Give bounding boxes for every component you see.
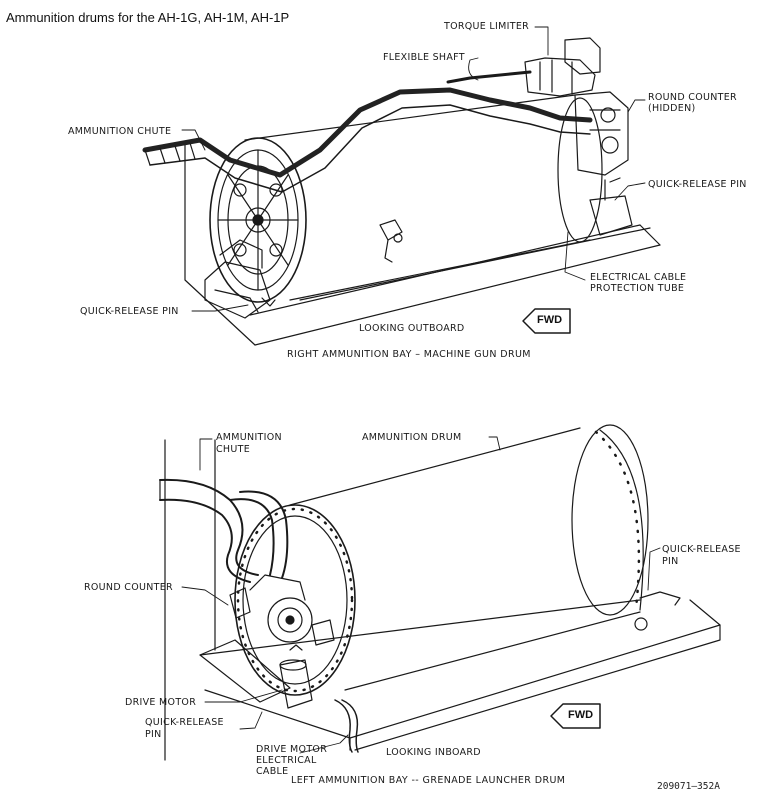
label-drive-motor-cable-2: ELECTRICAL	[256, 755, 317, 766]
document-number: 209071–352A	[657, 781, 720, 792]
label-quick-release-bottom-right-2: PIN	[662, 556, 679, 567]
page-title: Ammunition drums for the AH-1G, AH-1M, A…	[6, 10, 290, 25]
caption-grenade-launcher-drum: LEFT AMMUNITION BAY -- GRENADE LAUNCHER …	[291, 775, 566, 786]
label-ammunition-chute-bottom-1: AMMUNITION	[216, 432, 282, 443]
label-drive-motor-cable-3: CABLE	[256, 766, 289, 777]
label-quick-release-pin-top-left: QUICK-RELEASE PIN	[80, 306, 179, 317]
label-flexible-shaft: FLEXIBLE SHAFT	[383, 52, 465, 63]
label-electrical-cable-1: ELECTRICAL CABLE	[590, 272, 687, 283]
fwd-label-bottom: FWD	[568, 709, 594, 721]
label-round-counter-top-1: ROUND COUNTER	[648, 92, 737, 103]
machine-gun-drum-drawing	[142, 37, 661, 346]
label-drive-motor: DRIVE MOTOR	[125, 697, 197, 708]
grenade-drum-drawing	[159, 424, 721, 761]
label-round-counter-bottom: ROUND COUNTER	[84, 582, 173, 593]
label-ammunition-chute-bottom-2: CHUTE	[216, 444, 251, 455]
label-quick-release-bottom-left-1: QUICK-RELEASE	[145, 717, 224, 728]
label-round-counter-top-2: (HIDDEN)	[648, 103, 696, 114]
label-quick-release-pin-top-right: QUICK-RELEASE PIN	[648, 179, 747, 190]
label-torque-limiter: TORQUE LIMITER	[444, 21, 530, 32]
label-quick-release-bottom-left-2: PIN	[145, 729, 162, 740]
label-ammunition-drum: AMMUNITION DRUM	[362, 432, 462, 443]
label-ammunition-chute-top: AMMUNITION CHUTE	[68, 126, 172, 137]
fwd-arrow-top	[522, 308, 571, 334]
label-electrical-cable-2: PROTECTION TUBE	[590, 283, 685, 294]
fwd-label-top: FWD	[537, 314, 563, 326]
label-looking-inboard: LOOKING INBOARD	[386, 747, 481, 758]
label-drive-motor-cable-1: DRIVE MOTOR	[256, 744, 328, 755]
label-quick-release-bottom-right-1: QUICK-RELEASE	[662, 544, 741, 555]
fwd-arrow-bottom	[550, 703, 601, 729]
caption-machine-gun-drum: RIGHT AMMUNITION BAY – MACHINE GUN DRUM	[287, 349, 531, 360]
label-looking-outboard: LOOKING OUTBOARD	[359, 323, 465, 334]
